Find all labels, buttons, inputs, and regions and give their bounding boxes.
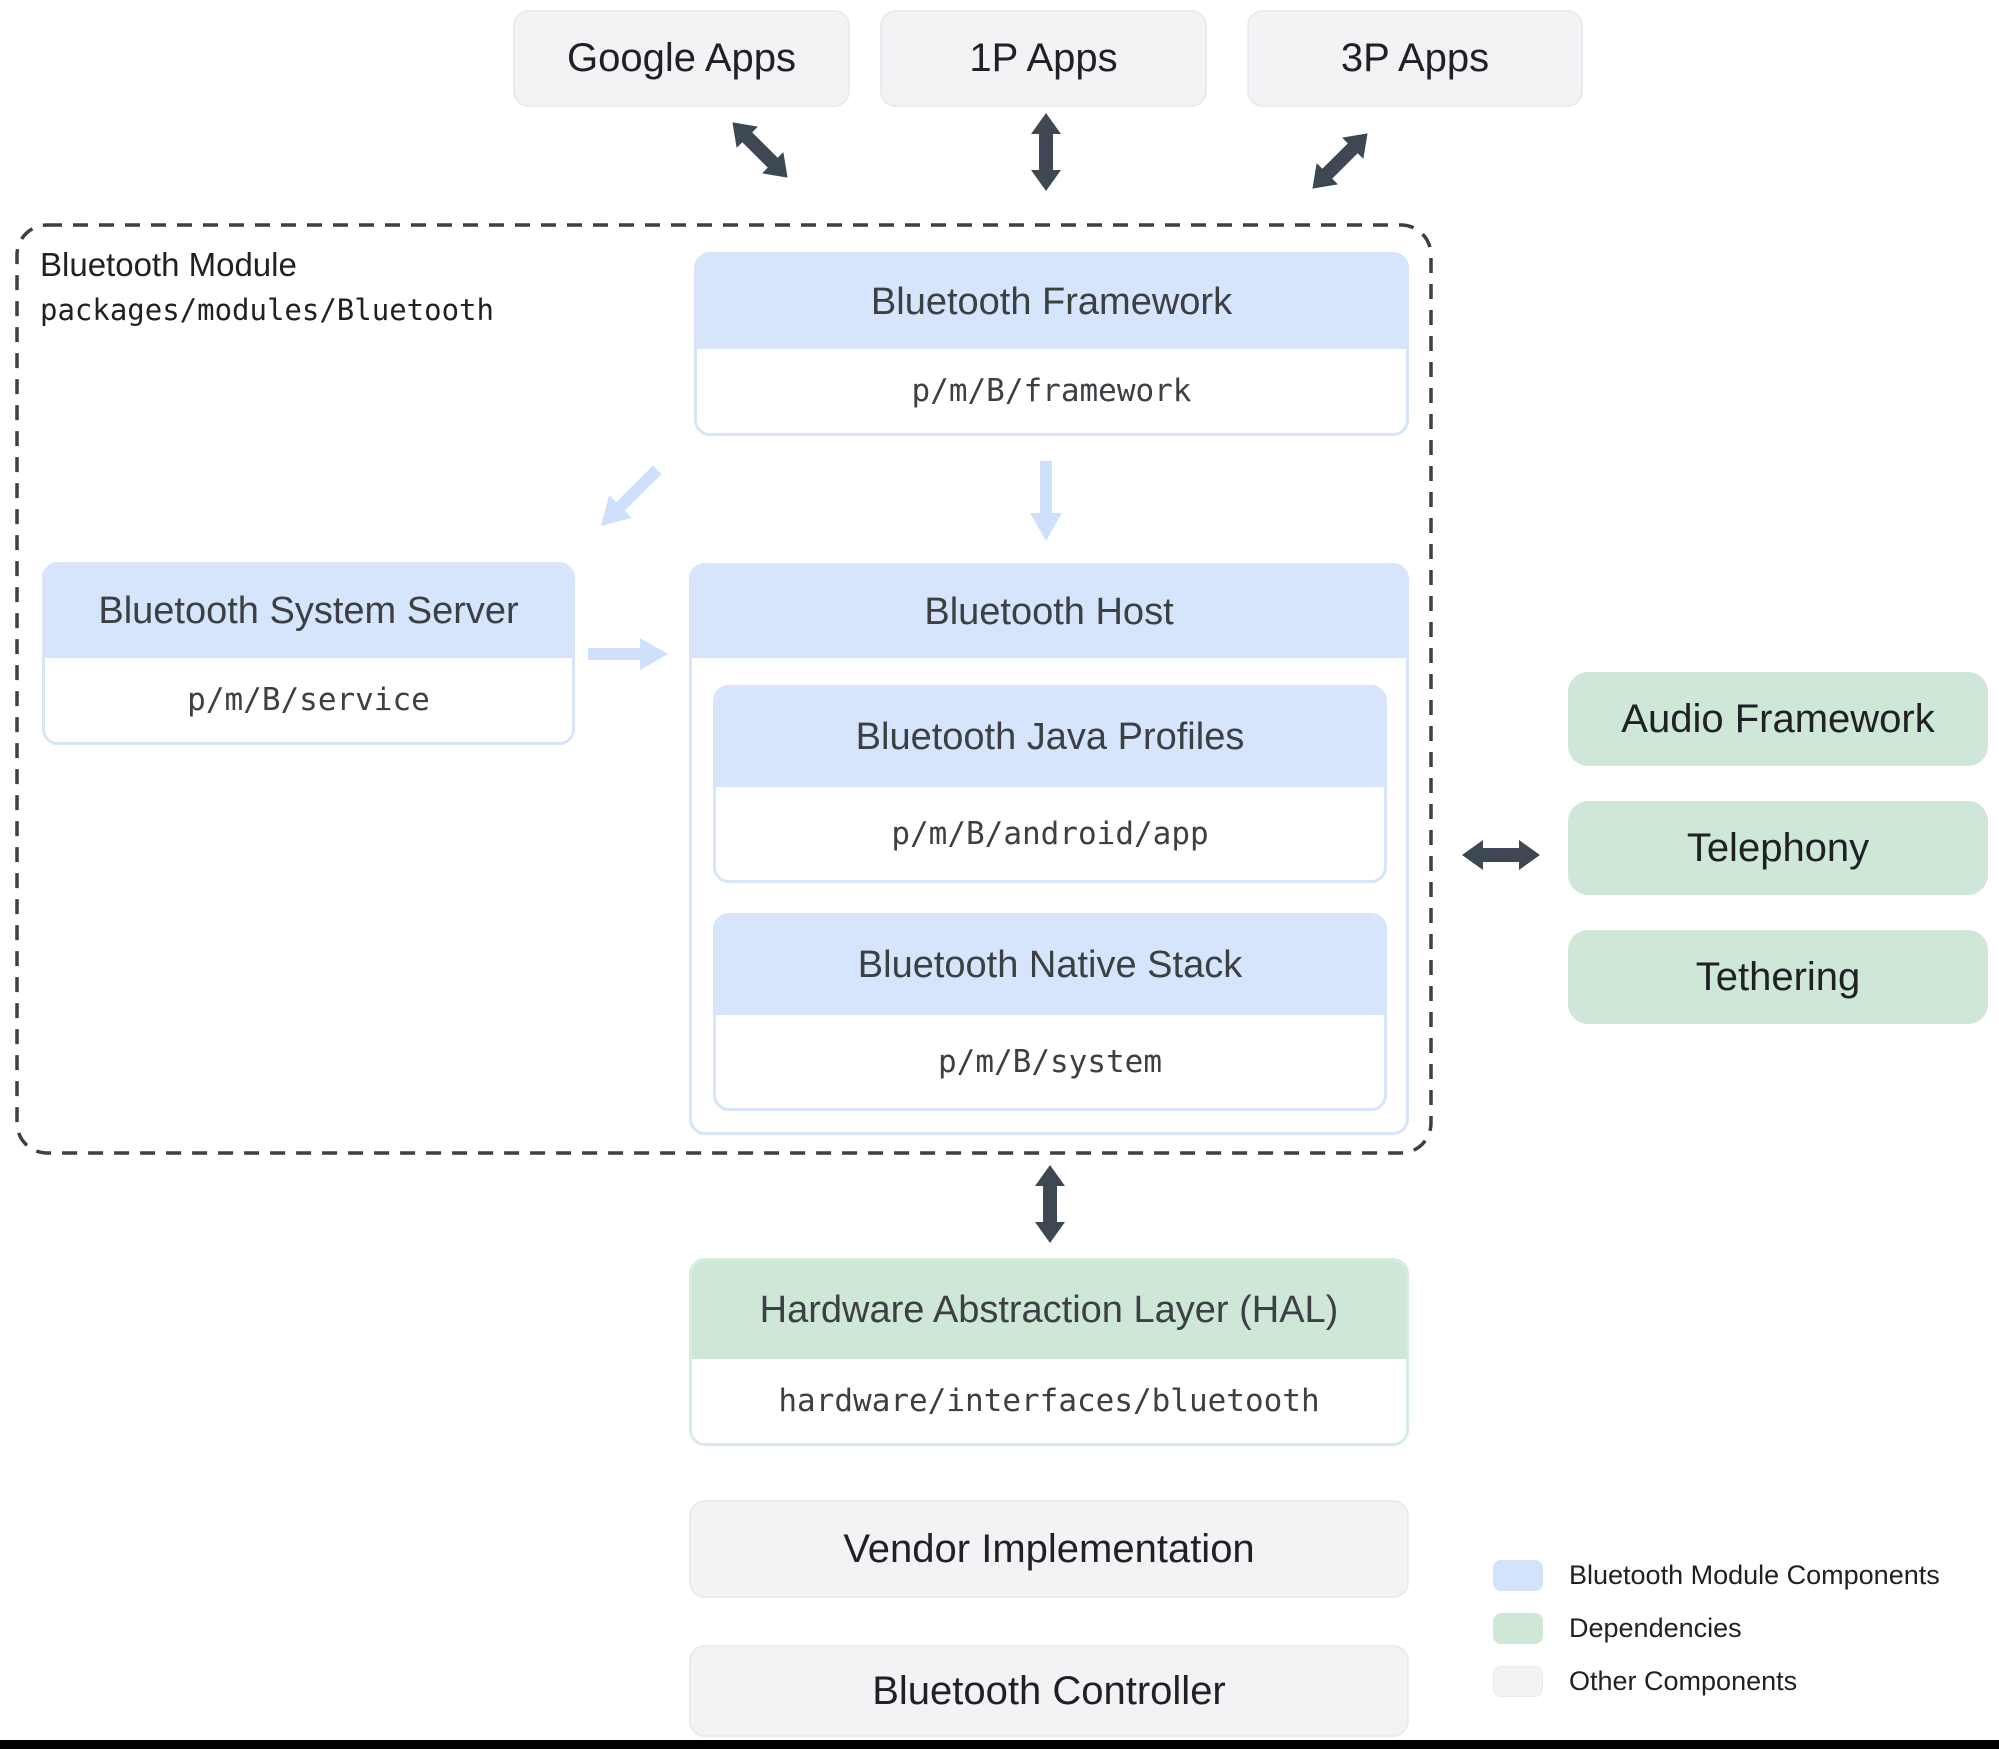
- bluetooth-java-profiles-box: Bluetooth Java Profiles p/m/B/android/ap…: [713, 685, 1387, 883]
- bluetooth-host-body: Bluetooth Java Profiles p/m/B/android/ap…: [692, 658, 1406, 1132]
- hal-box: Hardware Abstraction Layer (HAL) hardwar…: [689, 1258, 1409, 1446]
- bluetooth-framework-title: Bluetooth Framework: [697, 255, 1406, 349]
- bluetooth-system-server-path: p/m/B/service: [45, 658, 572, 742]
- legend-label-module-components: Bluetooth Module Components: [1569, 1560, 1940, 1590]
- system-server-to-host-arrow-icon: [588, 638, 668, 670]
- bluetooth-module-label: Bluetooth Module packages/modules/Blueto…: [40, 246, 494, 327]
- bluetooth-host-box: Bluetooth Host Bluetooth Java Profiles p…: [689, 563, 1409, 1135]
- legend-label-other-components: Other Components: [1569, 1666, 1798, 1696]
- legend-swatch-gray: [1493, 1666, 1543, 1697]
- google-apps-module-double-arrow-icon: [722, 112, 798, 188]
- google-apps-label: Google Apps: [566, 36, 797, 80]
- framework-to-host-arrow-icon: [1030, 461, 1062, 541]
- legend-swatch-green: [1493, 1613, 1543, 1644]
- third-party-apps-label: 3P Apps: [1340, 36, 1490, 80]
- legend-label-dependencies: Dependencies: [1569, 1613, 1742, 1643]
- bluetooth-controller-box: Bluetooth Controller: [689, 1645, 1409, 1737]
- module-dependencies-double-arrow-icon: [1462, 840, 1540, 870]
- legend-item-dependencies: Dependencies: [1493, 1613, 1742, 1644]
- bluetooth-native-stack-box: Bluetooth Native Stack p/m/B/system: [713, 913, 1387, 1111]
- bluetooth-framework-path: p/m/B/framework: [697, 349, 1406, 433]
- legend-item-module-components: Bluetooth Module Components: [1493, 1560, 1940, 1591]
- legend-item-other-components: Other Components: [1493, 1666, 1797, 1697]
- first-party-apps-module-double-arrow-icon: [1031, 113, 1061, 191]
- audio-framework-box: Audio Framework: [1568, 672, 1988, 766]
- bluetooth-host-title: Bluetooth Host: [692, 566, 1406, 658]
- bluetooth-system-server-box: Bluetooth System Server p/m/B/service: [42, 562, 575, 745]
- google-apps-box: Google Apps: [513, 10, 850, 107]
- audio-framework-label: Audio Framework: [1621, 696, 1935, 741]
- bluetooth-system-server-title: Bluetooth System Server: [45, 565, 572, 658]
- framework-to-system-server-arrow-icon: [589, 458, 668, 537]
- screenshot-bottom-edge: [0, 1740, 1999, 1749]
- third-party-apps-box: 3P Apps: [1247, 10, 1583, 107]
- bluetooth-controller-label: Bluetooth Controller: [872, 1668, 1226, 1713]
- tethering-box: Tethering: [1568, 930, 1988, 1024]
- legend-swatch-blue: [1493, 1560, 1543, 1591]
- tethering-label: Tethering: [1695, 954, 1861, 999]
- module-hal-double-arrow-icon: [1035, 1165, 1065, 1243]
- module-title: Bluetooth Module: [40, 246, 297, 283]
- vendor-implementation-box: Vendor Implementation: [689, 1500, 1409, 1598]
- first-party-apps-box: 1P Apps: [880, 10, 1207, 107]
- bluetooth-java-profiles-title: Bluetooth Java Profiles: [716, 688, 1384, 787]
- telephony-label: Telephony: [1686, 825, 1870, 870]
- bluetooth-java-profiles-path: p/m/B/android/app: [716, 787, 1384, 880]
- hal-path: hardware/interfaces/bluetooth: [692, 1359, 1406, 1443]
- module-path: packages/modules/Bluetooth: [40, 293, 494, 327]
- vendor-implementation-label: Vendor Implementation: [843, 1526, 1255, 1571]
- hal-title: Hardware Abstraction Layer (HAL): [692, 1261, 1406, 1359]
- bluetooth-module-dashed-boundary: [15, 223, 1433, 1155]
- first-party-apps-label: 1P Apps: [969, 36, 1118, 80]
- third-party-apps-module-double-arrow-icon: [1302, 123, 1378, 199]
- telephony-box: Telephony: [1568, 801, 1988, 895]
- bluetooth-native-stack-path: p/m/B/system: [716, 1015, 1384, 1108]
- bluetooth-native-stack-title: Bluetooth Native Stack: [716, 916, 1384, 1015]
- bluetooth-framework-box: Bluetooth Framework p/m/B/framework: [694, 252, 1409, 436]
